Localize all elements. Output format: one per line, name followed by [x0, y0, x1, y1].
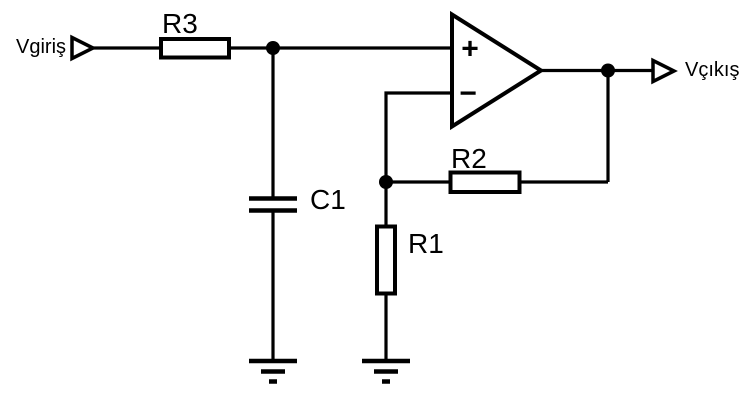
wires — [93, 46, 653, 361]
r3-body — [159, 37, 231, 60]
resistor-r1: R1 — [375, 224, 444, 296]
opamp: + − — [450, 10, 545, 131]
junction-dots — [266, 41, 615, 189]
ground-c1-earth-ground-icon — [249, 358, 297, 384]
opamp-triangle — [450, 10, 545, 131]
r1-body — [375, 224, 397, 296]
r1-label: R1 — [408, 228, 444, 259]
junction-dot-input-node — [266, 41, 280, 55]
wire-inverting-input — [384, 91, 452, 182]
r2-label: R2 — [451, 143, 487, 174]
resistor-r3: R3 — [159, 8, 231, 60]
opamp-minus-sign: − — [459, 77, 477, 110]
r3-label: R3 — [162, 8, 198, 39]
resistor-r2: R2 — [448, 143, 522, 194]
output-port: Vçıkış — [651, 57, 739, 85]
junction-dot-feedback-node — [379, 175, 393, 189]
ground-r1-earth-ground-icon — [362, 358, 410, 384]
r2-body — [448, 170, 522, 194]
opamp-plus-sign: + — [461, 33, 479, 66]
junction-dot-output-node — [601, 63, 615, 78]
output-label: Vçıkış — [685, 59, 739, 81]
output-triangle-right-icon — [651, 57, 678, 85]
capacitor-c1: C1 — [249, 184, 346, 215]
input-label: Vgiriş — [16, 36, 66, 58]
input-port: Vgiriş — [16, 34, 97, 62]
c1-label: C1 — [310, 184, 346, 215]
input-triangle-right-icon — [70, 34, 97, 62]
